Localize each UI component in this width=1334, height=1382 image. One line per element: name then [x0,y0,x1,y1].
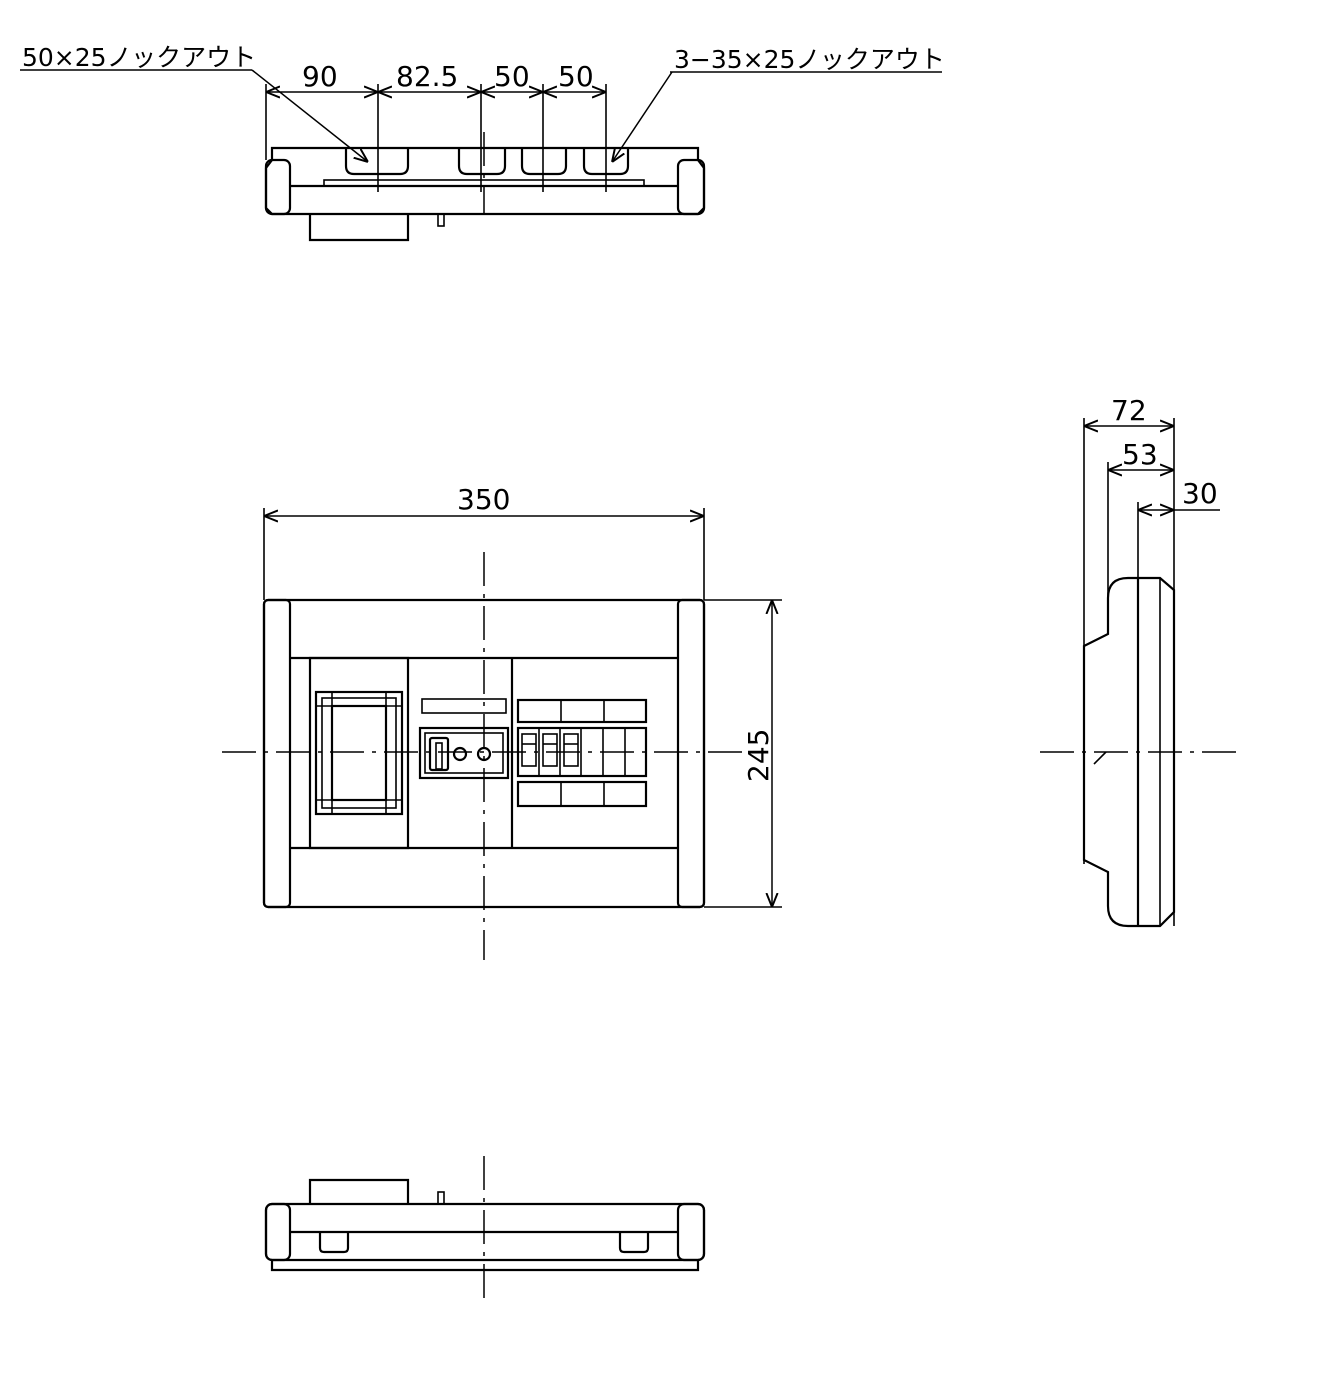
bottom-right-end-cap [676,1202,706,1262]
bottom-left-end-cap [264,1202,292,1262]
branch-breaker-2 [542,733,558,767]
knockout-right-label: 3−35×25ノックアウト [674,45,945,74]
side-depth-72-label: 72 [1111,394,1147,427]
branch-breaker-3 [563,733,579,767]
side-depth-53-label: 53 [1122,438,1158,471]
top-body-outline [264,146,706,216]
meter-window-inner [321,697,397,809]
meter-compartment [308,656,410,850]
bottom-pin [437,1191,445,1205]
front-left-end-cap [262,598,292,909]
dim-50-a: 50 [494,60,530,93]
dim-82-5: 82.5 [396,60,458,93]
main-breaker-switch [428,736,450,772]
meter-window-outer [314,690,404,816]
top-pin [437,213,445,227]
knockout-left-leader [251,69,368,162]
branch-breaker-1 [521,733,537,767]
top-left-end-cap [264,158,292,216]
front-body-outline [262,598,706,909]
knockout-2 [457,148,507,176]
main-breaker-housing [418,726,510,780]
side-depth-30-label: 30 [1182,477,1218,510]
bottom-foot-left [318,1232,350,1254]
side-profile-outline [1082,576,1176,928]
dim-90: 90 [302,60,338,93]
bottom-rear-box [308,1178,410,1204]
front-view: 350 245 [222,483,782,960]
bottom-foot-right [618,1232,650,1254]
knockout-1 [344,148,410,176]
branch-breaker-panel [516,698,648,808]
top-view: 50×25ノックアウト 3−35×25ノックアウト 90 82.5 50 50 [20,43,945,242]
top-rear-box [308,214,410,242]
top-right-end-cap [676,158,706,216]
front-right-end-cap [676,598,706,909]
knockout-left-label: 50×25ノックアウト [22,43,256,72]
knockout-4 [582,148,630,176]
dim-50-b: 50 [558,60,594,93]
front-width-label: 350 [457,483,510,516]
bottom-view [264,1156,706,1306]
meter-window-center [330,704,388,802]
knockout-3 [520,148,568,176]
front-height-label: 245 [742,729,775,782]
bottom-base-plate [270,1260,700,1272]
main-label-slot [421,698,507,714]
side-view: 72 53 30 [1040,394,1240,928]
main-breaker-button-1 [452,746,468,762]
